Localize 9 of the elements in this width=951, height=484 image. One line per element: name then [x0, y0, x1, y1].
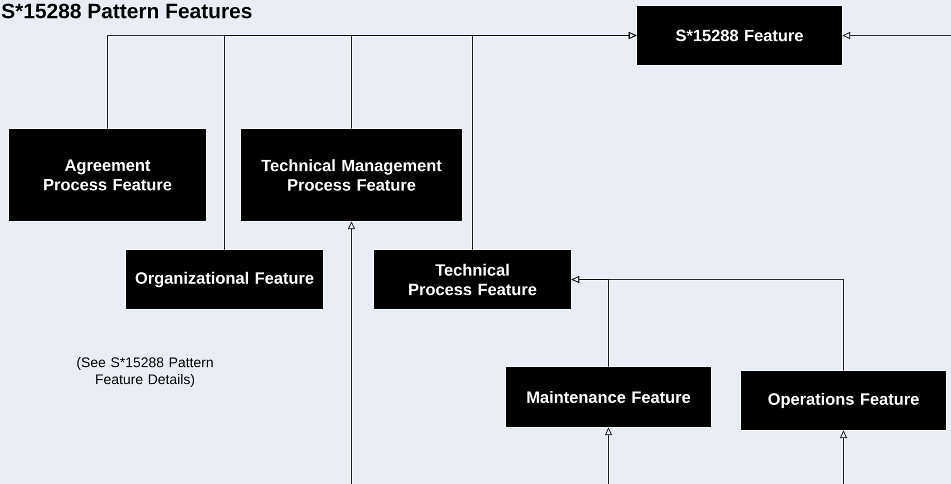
feature-box: Operations Feature [741, 371, 946, 430]
diagram-title: S*15288 Pattern Features [2, 4, 252, 18]
feature-box: Maintenance Feature [506, 367, 711, 427]
feature-box: Technical Process Feature [374, 250, 571, 309]
feature-box: S*15288 Feature [637, 6, 842, 65]
feature-box: Technical Management Process Feature [241, 129, 462, 221]
feature-box: Agreement Process Feature [9, 129, 206, 221]
feature-box: Organizational Feature [126, 250, 323, 309]
note-text: (See S*15288 Pattern Feature Details) [77, 357, 213, 387]
